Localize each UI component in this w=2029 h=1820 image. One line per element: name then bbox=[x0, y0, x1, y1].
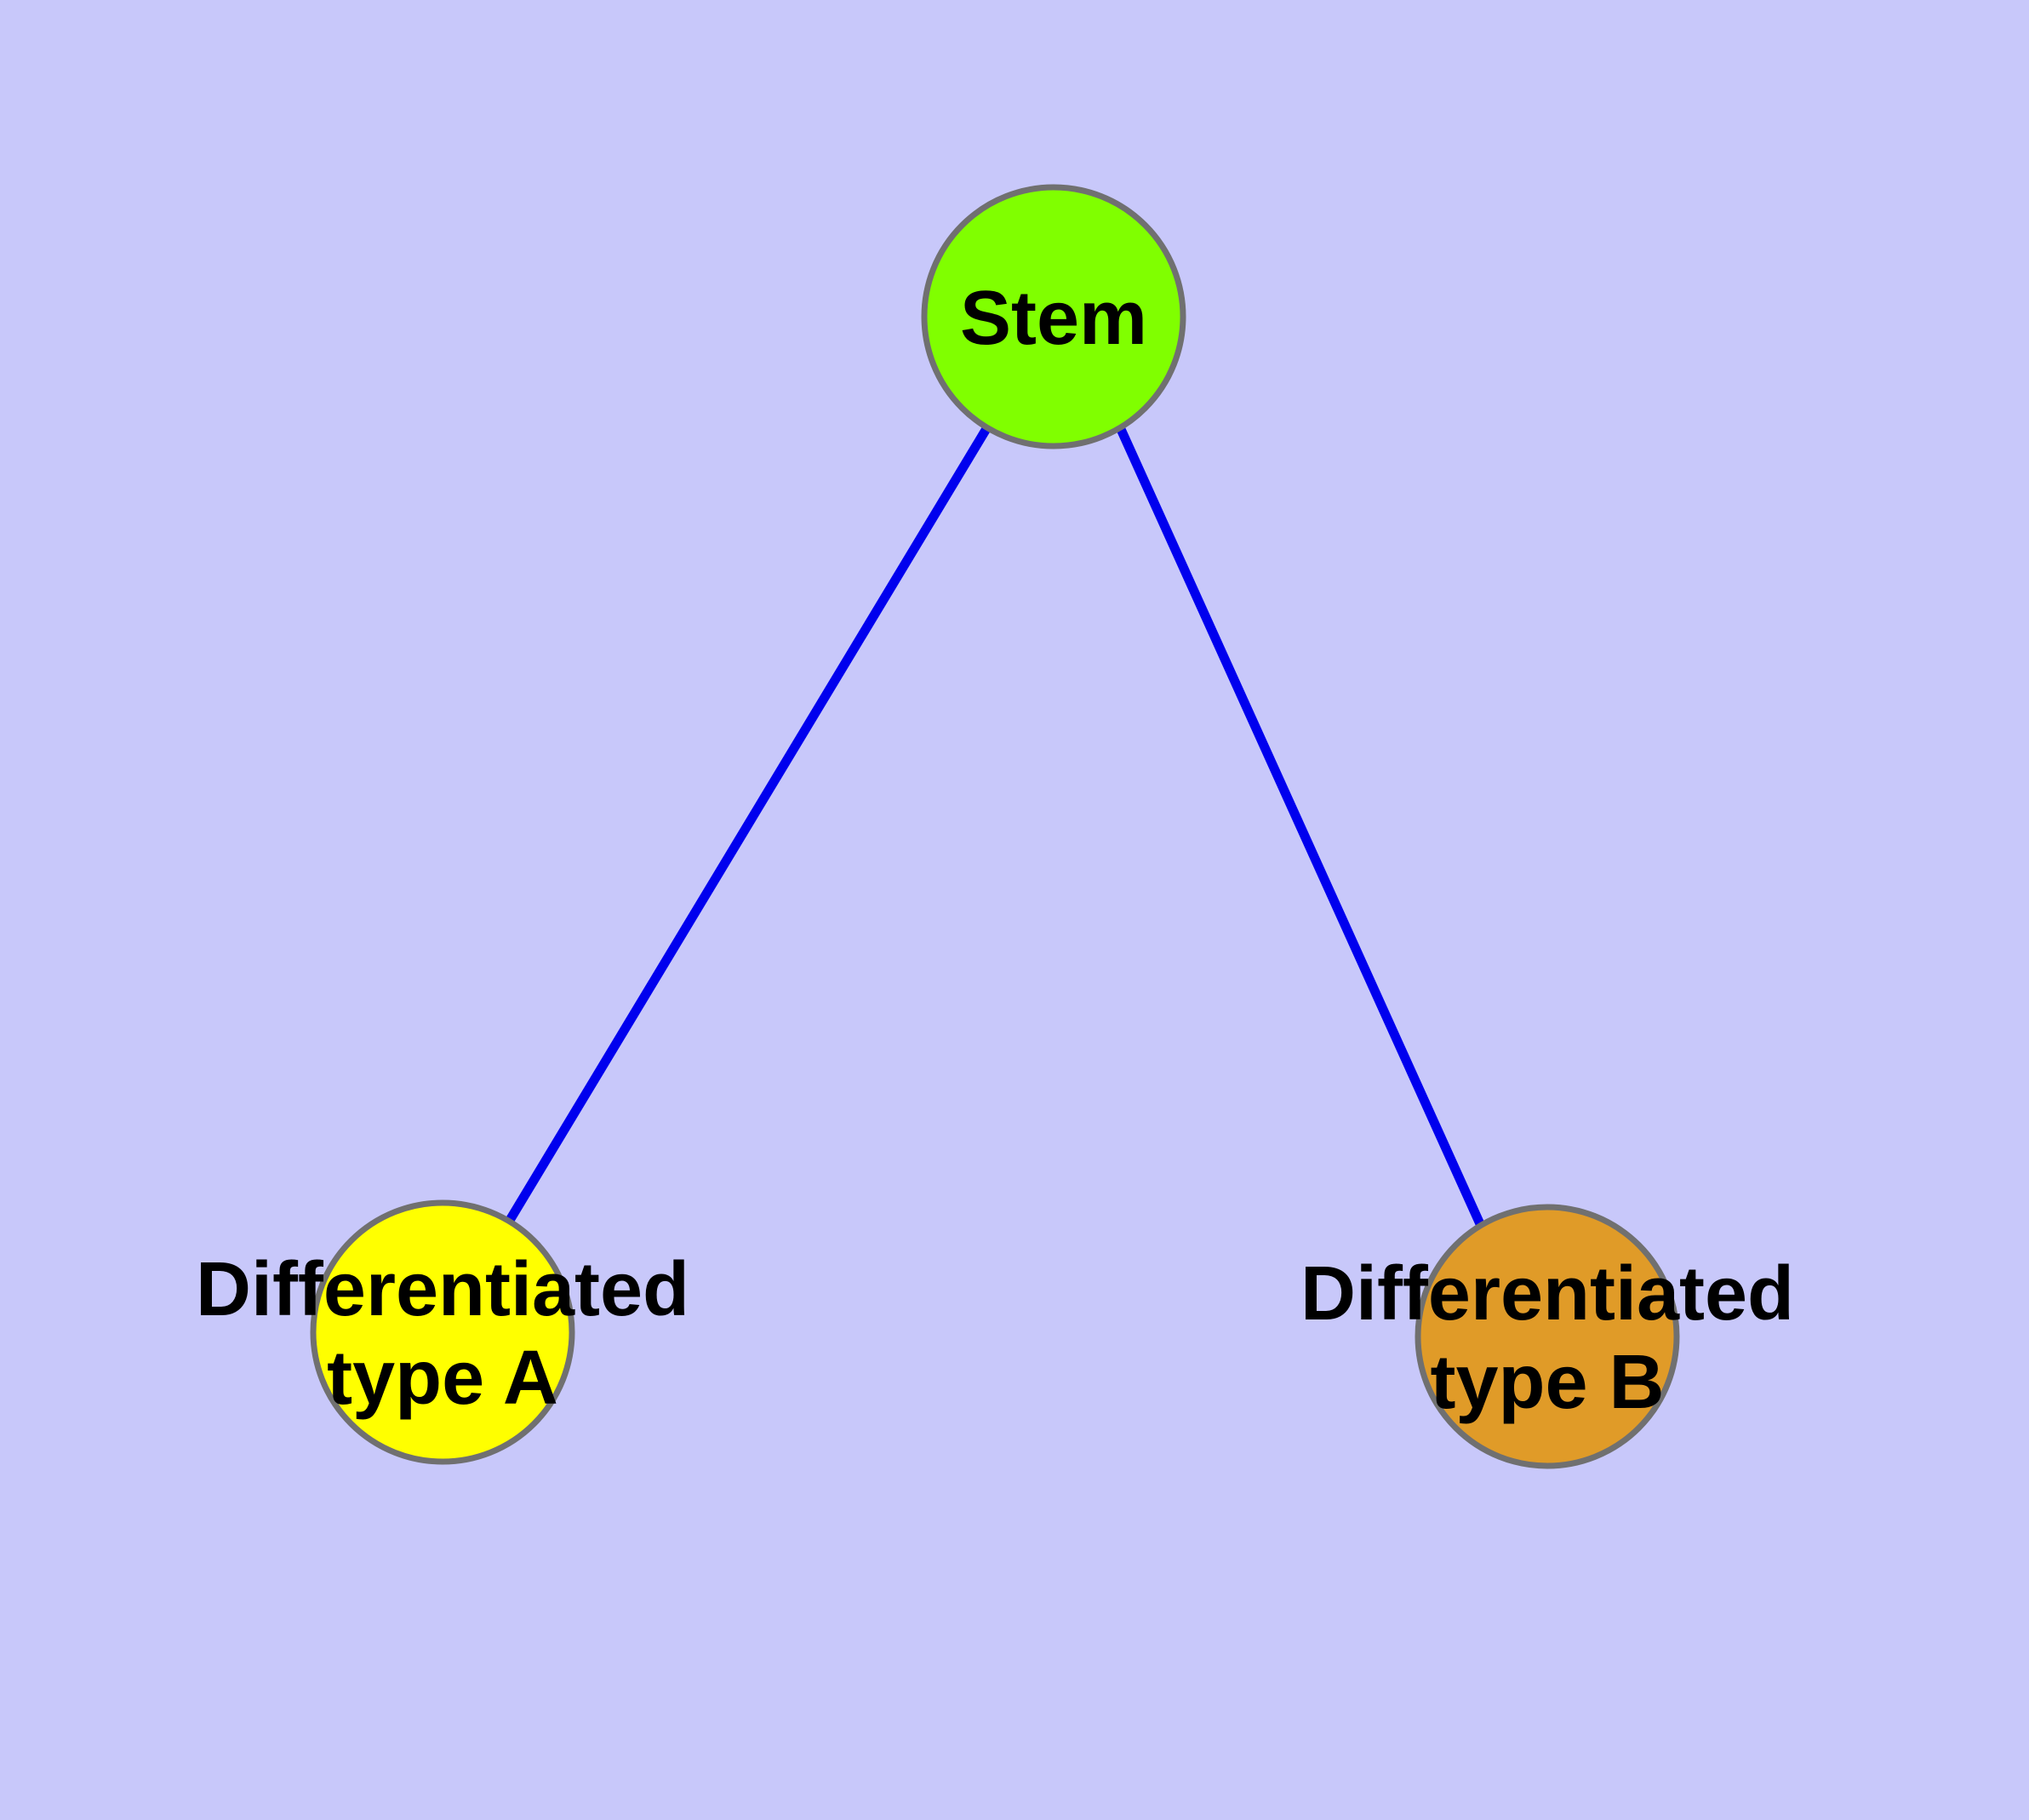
edge-stem-to-diff-b[interactable] bbox=[1115, 425, 1486, 1228]
node-label-line: type A bbox=[327, 1336, 558, 1421]
node-label-line: Differentiated bbox=[1300, 1251, 1794, 1336]
node-label-line: Differentiated bbox=[196, 1247, 689, 1332]
edges-layer bbox=[505, 425, 1486, 1228]
node-label-stem: Stem bbox=[960, 276, 1147, 361]
nodes-layer bbox=[310, 184, 1680, 1469]
node-stem[interactable] bbox=[921, 184, 1186, 449]
node-diff-b[interactable] bbox=[1415, 1204, 1680, 1469]
node-diff-a[interactable] bbox=[310, 1199, 575, 1465]
node-label-line: type B bbox=[1430, 1340, 1664, 1425]
edge-stem-to-diff-a[interactable] bbox=[505, 425, 992, 1224]
node-label-line: Stem bbox=[960, 276, 1147, 361]
